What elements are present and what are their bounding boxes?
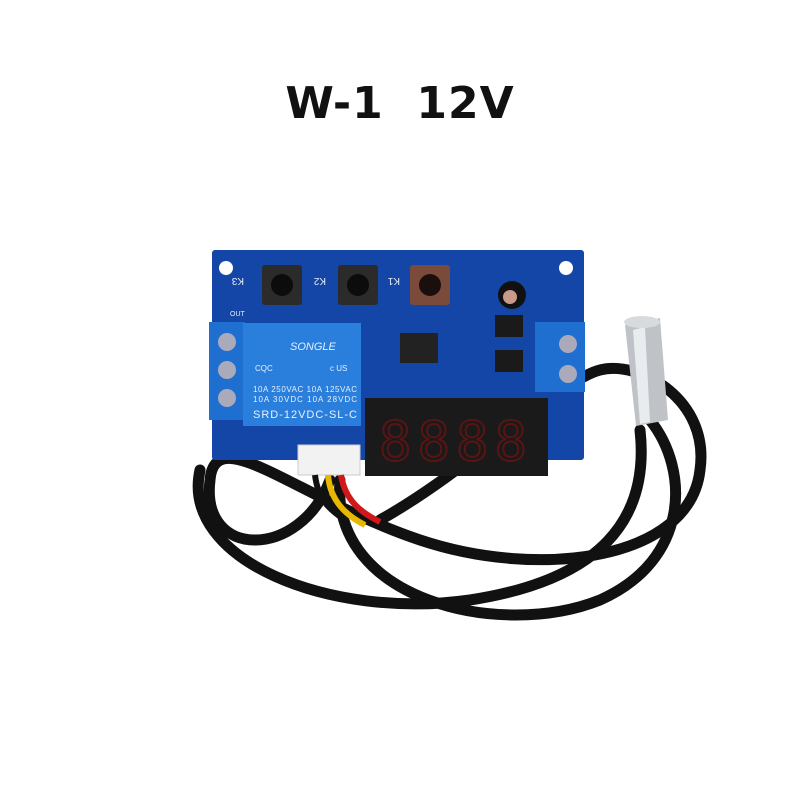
ic-chip bbox=[400, 333, 438, 363]
relay-rating-2: 10A 30VDC 10A 28VDC bbox=[253, 395, 357, 404]
button-k2[interactable] bbox=[338, 265, 378, 305]
label-k1: K1 bbox=[387, 275, 400, 286]
wire-black bbox=[312, 474, 347, 523]
label-k3: K3 bbox=[231, 275, 244, 286]
regulator bbox=[495, 350, 523, 372]
product-title: W-1 12V bbox=[285, 78, 515, 129]
display-digits: 8888 bbox=[379, 410, 533, 473]
sensor-connector bbox=[297, 444, 361, 476]
regulator bbox=[495, 315, 523, 337]
wire-red bbox=[338, 474, 382, 525]
mount-hole bbox=[219, 261, 233, 275]
capacitor-top bbox=[503, 290, 517, 304]
steel-probe bbox=[624, 316, 668, 426]
label-k2: K2 bbox=[313, 275, 326, 286]
button-k1[interactable] bbox=[410, 265, 450, 305]
left-terminal-block bbox=[209, 322, 245, 420]
mount-hole bbox=[559, 261, 573, 275]
led-display: 8888 bbox=[365, 398, 548, 476]
relay: SONGLE CQC c US 10A 250VAC 10A 125VAC 10… bbox=[243, 323, 361, 426]
right-terminal-block bbox=[535, 322, 585, 392]
button-k3[interactable] bbox=[262, 265, 302, 305]
relay-model: SRD-12VDC-SL-C bbox=[253, 409, 357, 421]
relay-ul: c US bbox=[330, 364, 347, 373]
relay-rating-1: 10A 250VAC 10A 125VAC bbox=[253, 385, 357, 394]
out-label: OUT bbox=[230, 311, 246, 318]
relay-cert: CQC bbox=[255, 364, 273, 373]
wire-yellow bbox=[325, 474, 367, 528]
relay-brand: SONGLE bbox=[290, 341, 337, 353]
